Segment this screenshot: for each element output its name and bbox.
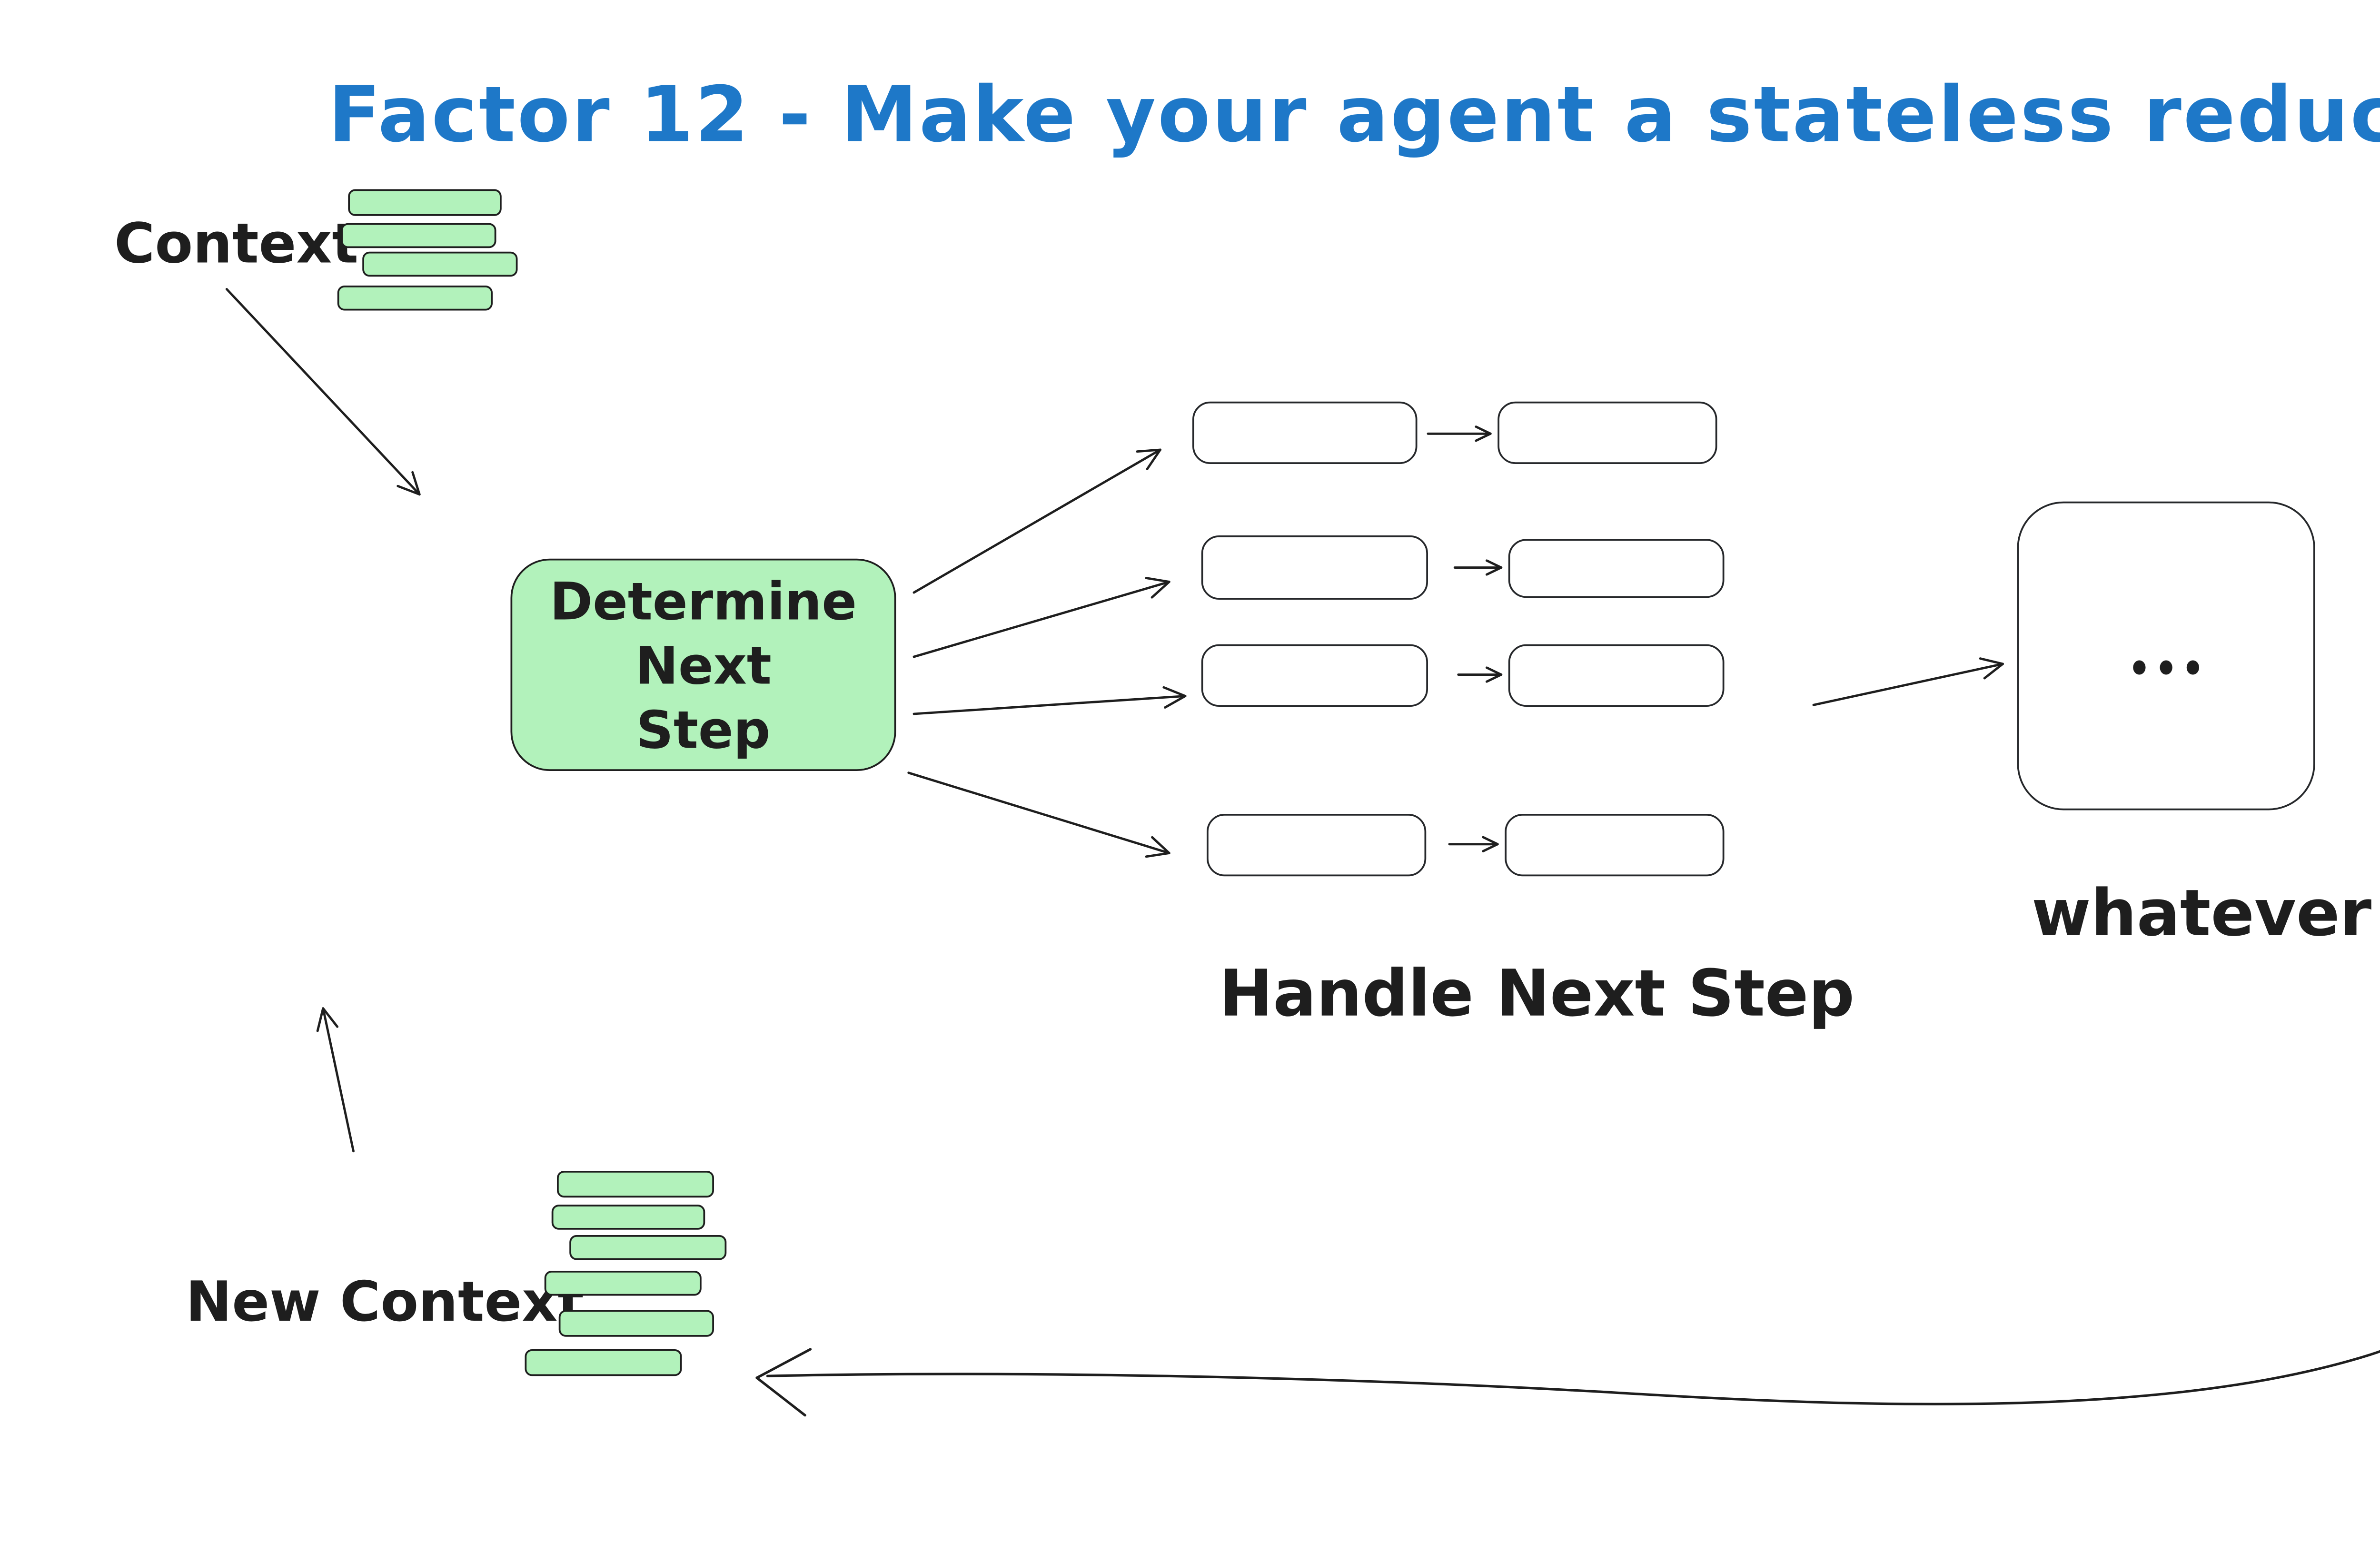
arrow-context-to-determine <box>225 288 421 496</box>
new-context-bar-6 <box>525 1349 682 1375</box>
handler-row-1-mid-arrow <box>1427 425 1492 442</box>
handle-next-step-label: Handle Next Step <box>1219 958 1855 1032</box>
new-context-bar-2 <box>551 1205 705 1230</box>
handler-row-3-mid-arrow <box>1457 666 1503 683</box>
arrow-determine-to-handler-1 <box>912 448 1161 594</box>
context-bar-2 <box>341 222 496 248</box>
handler-row-4-mid-arrow <box>1448 836 1499 852</box>
arrow-new-context-to-context <box>316 1007 355 1153</box>
handler-row-3-step-rect <box>1201 644 1428 707</box>
handler-row-2-next-rect <box>1508 539 1725 598</box>
new-context-bar-1 <box>557 1171 714 1197</box>
whatever-you-want-label: whatever you want <box>2031 878 2380 951</box>
ellipsis-icon <box>2133 659 2199 674</box>
handler-row-3-next-rect <box>1508 644 1725 707</box>
ellipsis-dot <box>2133 659 2146 674</box>
arrow-determine-to-handler-2 <box>912 577 1170 658</box>
new-context-bar-5 <box>558 1310 714 1336</box>
determine-box-line-2: Next <box>635 634 772 695</box>
arrow-handlers-to-result <box>1812 657 2004 706</box>
handler-row-2-step-rect <box>1201 535 1428 600</box>
new-context-bar-3 <box>569 1234 727 1259</box>
handler-row-4-step-rect <box>1207 814 1427 877</box>
determine-box-line-3: Step <box>636 699 771 760</box>
new-context-bar-4 <box>544 1270 702 1295</box>
arrow-result-loop-to-new-context <box>755 1348 2380 1417</box>
new-context-label: New Context <box>186 1271 584 1335</box>
diagram-title: Factor 12 - Make your agent a stateless … <box>328 71 2380 161</box>
result-box <box>2017 501 2315 811</box>
context-bar-3 <box>362 250 518 277</box>
handler-row-1-next-rect <box>1497 401 1717 464</box>
ellipsis-dot <box>2160 659 2172 674</box>
ellipsis-dot <box>2186 659 2199 674</box>
context-bar-1 <box>348 189 502 215</box>
context-bar-4 <box>337 285 493 311</box>
handler-row-4-next-rect <box>1505 814 1725 877</box>
arrow-determine-to-handler-3 <box>912 686 1187 715</box>
handler-row-1-step-rect <box>1192 401 1418 464</box>
context-label: Context <box>114 212 358 277</box>
determine-box-line-1: Determine <box>549 570 857 631</box>
handler-row-2-mid-arrow <box>1453 559 1503 576</box>
arrow-determine-to-handler-4 <box>907 771 1170 858</box>
